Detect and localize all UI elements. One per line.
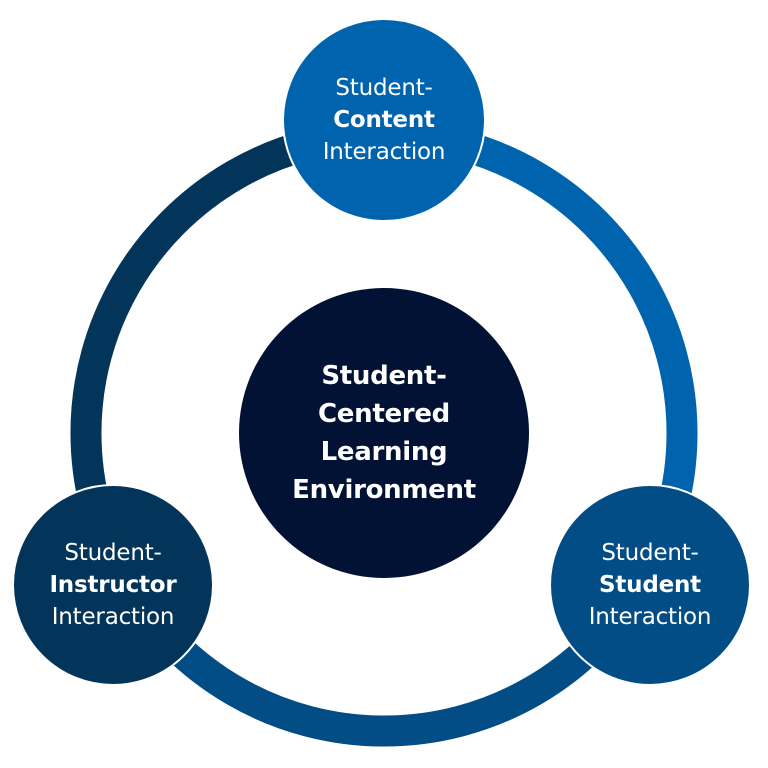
node-line3: Interaction — [51, 604, 175, 630]
node-bold-label: Content — [333, 107, 435, 133]
node-bold-label: Student — [599, 572, 701, 598]
node-line3: Interaction — [588, 604, 712, 630]
center-line-1: Student- — [321, 361, 447, 391]
student-student-node: Student- Student Interaction — [549, 484, 751, 686]
center-line-4: Environment — [292, 475, 476, 505]
node-line1: Student- — [64, 540, 162, 566]
node-line1: Student- — [335, 75, 433, 101]
student-content-node: Student- Content Interaction — [282, 18, 486, 222]
node-bold-label: Instructor — [49, 572, 177, 598]
center-line-3: Learning — [320, 437, 448, 467]
center-line-2: Centered — [318, 399, 450, 429]
node-line3: Interaction — [322, 139, 446, 165]
node-line1: Student- — [601, 540, 699, 566]
student-instructor-node: Student- Instructor Interaction — [12, 484, 214, 686]
center-node: Student- Centered Learning Environment — [239, 288, 529, 578]
